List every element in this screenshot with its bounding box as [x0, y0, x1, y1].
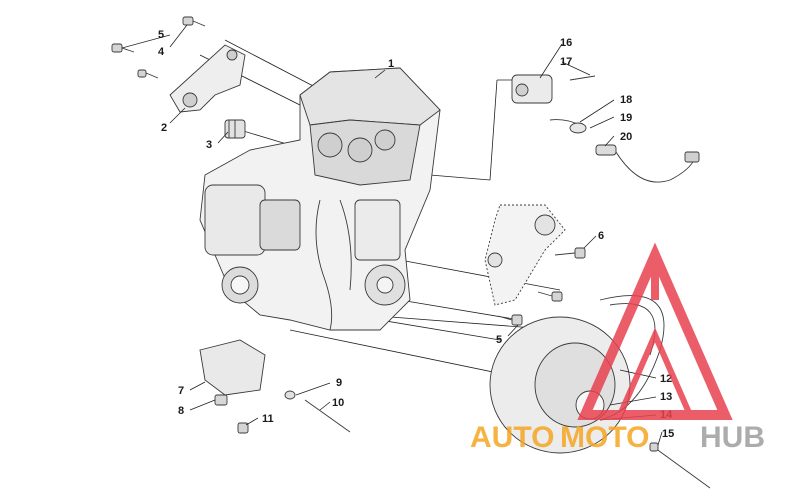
bolt-mid-right [537, 291, 563, 302]
callout-6: 6 [598, 230, 604, 242]
engine-mount-bracket [169, 44, 246, 113]
callout-19: 19 [620, 112, 632, 124]
callout-4: 4 [158, 46, 165, 58]
long-bolt-set [237, 390, 351, 434]
callout-11: 11 [262, 413, 274, 425]
callout-12: 12 [660, 373, 672, 385]
bolt-top [182, 16, 206, 27]
callout-5-bottom: 5 [496, 334, 502, 346]
bolt-five-right [497, 314, 523, 326]
callout-18: 18 [620, 94, 632, 106]
bolt-left [111, 43, 135, 53]
cover-plate [484, 204, 566, 306]
sensor-harness [549, 119, 700, 183]
callout-3: 3 [206, 139, 212, 151]
callout-5-top: 5 [158, 29, 164, 41]
watermark-auto: AUTO [470, 421, 554, 454]
lower-mount [199, 339, 266, 406]
callout-16: 16 [560, 37, 572, 49]
watermark-logo: AUTO MOTO HUB [470, 242, 765, 454]
bolt-six [554, 247, 586, 259]
callout-2: 2 [161, 122, 167, 134]
callout-1: 1 [388, 58, 394, 70]
long-bolt-15 [649, 442, 711, 489]
callout-10: 10 [332, 397, 344, 409]
engine-assembly [199, 67, 441, 331]
warning-triangle-icon [577, 242, 733, 420]
watermark-moto: MOTO [560, 421, 649, 454]
callout-labels: 1 2 3 4 5 5 6 7 8 9 10 11 12 13 14 15 16… [158, 29, 674, 440]
sensor-housing [511, 74, 596, 104]
callout-9: 9 [336, 377, 342, 389]
watermark-hub: HUB [700, 421, 765, 454]
callout-13: 13 [660, 391, 672, 403]
callout-8: 8 [178, 405, 184, 417]
callout-15: 15 [662, 428, 674, 440]
bolt-mid [137, 69, 159, 79]
callout-7: 7 [178, 385, 184, 397]
callout-20: 20 [620, 131, 632, 143]
callout-17: 17 [560, 56, 572, 68]
spacer-sleeve [224, 119, 246, 139]
